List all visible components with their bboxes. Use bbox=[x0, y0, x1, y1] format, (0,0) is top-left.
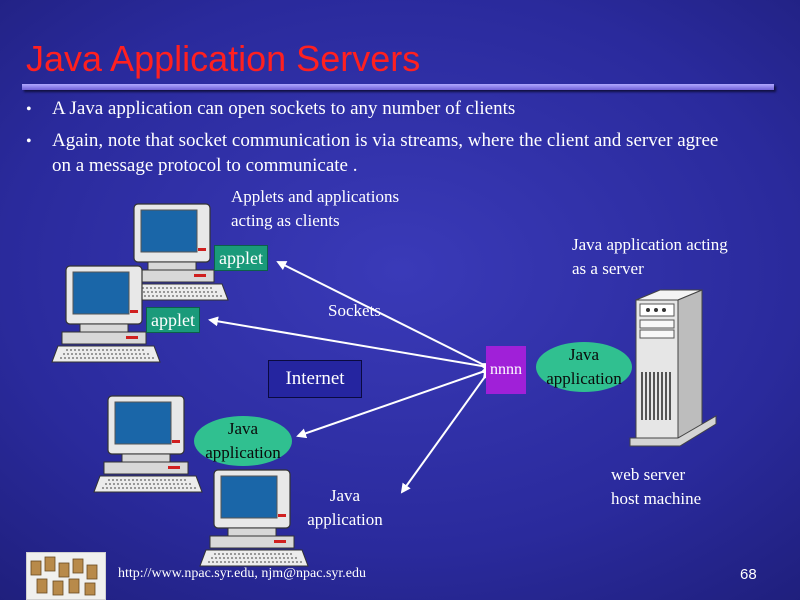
client-app-2-line-2: application bbox=[307, 510, 383, 529]
client-computer-4 bbox=[199, 469, 309, 567]
host-label-line-1: web server bbox=[611, 465, 686, 484]
host-label: web server host machine bbox=[611, 463, 701, 511]
bullet-text: Again, note that socket communication is… bbox=[52, 130, 719, 176]
page-number: 68 bbox=[740, 566, 757, 583]
clients-label-line-1: Applets and applications bbox=[231, 187, 400, 206]
server-label-line-1: Java application acting bbox=[572, 235, 728, 254]
bullet-marker: • bbox=[26, 133, 32, 150]
host-label-line-2: host machine bbox=[611, 489, 702, 508]
bullet-marker: • bbox=[26, 101, 32, 118]
client-computer-3 bbox=[93, 395, 203, 493]
client-java-application-2: Java application bbox=[296, 484, 394, 532]
client-app-1-line-1: Java bbox=[227, 419, 259, 438]
socket-arrow-applet-2 bbox=[208, 316, 491, 373]
sockets-label: Sockets bbox=[328, 301, 381, 320]
client-app-2-line-1: Java bbox=[329, 486, 361, 505]
server-label: Java application acting as a server bbox=[572, 233, 728, 281]
clients-label: Applets and applications acting as clien… bbox=[231, 185, 399, 233]
npac-logo bbox=[26, 552, 106, 600]
applet-box-2: applet bbox=[146, 307, 200, 333]
logo-graphic bbox=[30, 556, 98, 596]
clients-label-line-2: acting as clients bbox=[231, 211, 340, 230]
client-java-application-1: Java application bbox=[194, 416, 292, 466]
bullet-item-2: • Again, note that socket communication … bbox=[0, 128, 800, 180]
server-app-line-1: Java bbox=[568, 345, 600, 364]
bullet-item-1: • A Java application can open sockets to… bbox=[0, 96, 800, 122]
applet-box-1: applet bbox=[214, 245, 268, 271]
client-app-1-line-2: application bbox=[205, 443, 281, 462]
bullet-text: A Java application can open sockets to a… bbox=[52, 98, 516, 119]
server-java-application: Java application bbox=[536, 342, 632, 392]
footer-url: http://www.npac.syr.edu, njm@npac.syr.ed… bbox=[118, 566, 367, 581]
server-app-line-2: application bbox=[546, 369, 622, 388]
port-box: nnnn bbox=[486, 346, 526, 394]
slide-title: Java Application Servers bbox=[26, 38, 421, 79]
server-tower bbox=[629, 289, 717, 447]
internet-box: Internet bbox=[268, 360, 362, 398]
server-label-line-2: as a server bbox=[572, 259, 644, 278]
title-underline bbox=[22, 84, 774, 90]
socket-arrow-java-app-2 bbox=[400, 368, 493, 494]
